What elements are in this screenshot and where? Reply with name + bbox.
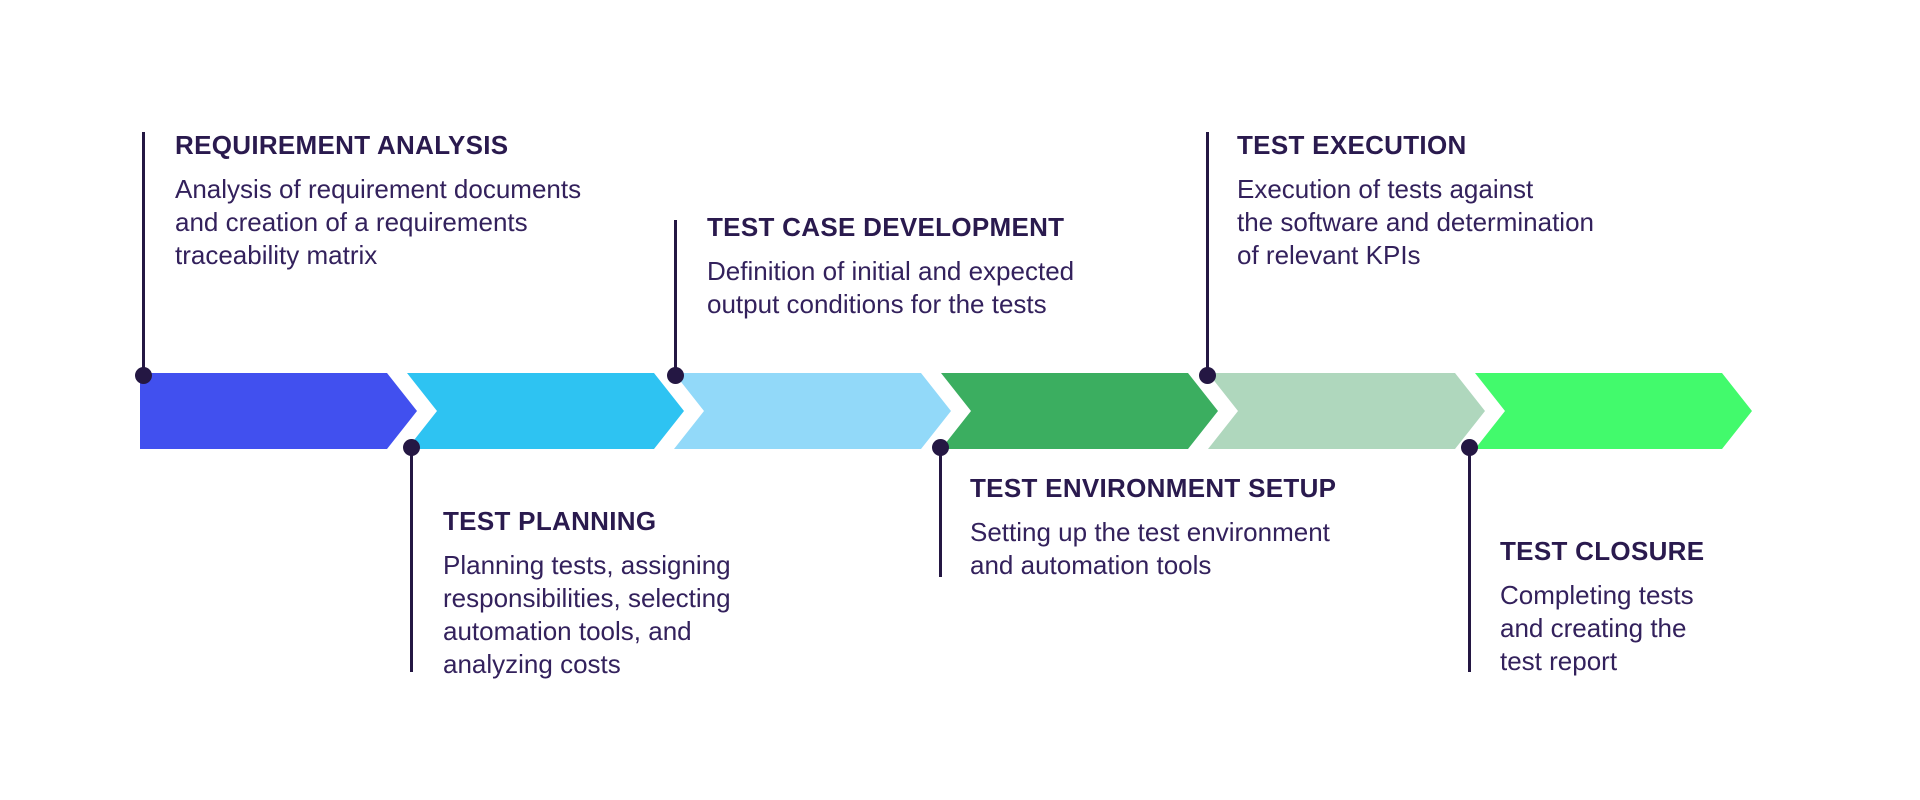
connector-line-test-planning xyxy=(410,448,413,672)
phase-label-test-execution: TEST EXECUTION Execution of tests agains… xyxy=(1237,130,1757,272)
connector-dot-test-planning xyxy=(403,439,420,456)
arrow-test-closure xyxy=(1475,373,1752,449)
phase-description: Analysis of requirement documents and cr… xyxy=(175,174,582,270)
connector-line-requirement-analysis xyxy=(142,132,145,376)
phase-title: TEST PLANNING xyxy=(443,506,657,536)
phase-label-test-case-development: TEST CASE DEVELOPMENT Definition of init… xyxy=(707,212,1227,321)
arrow-test-case-development xyxy=(674,373,951,449)
arrow-test-execution xyxy=(1208,373,1485,449)
phase-title: TEST ENVIRONMENT SETUP xyxy=(970,473,1337,503)
phase-title: REQUIREMENT ANALYSIS xyxy=(175,130,509,160)
connector-line-test-execution xyxy=(1206,132,1209,376)
phase-description: Definition of initial and expected outpu… xyxy=(707,256,1075,319)
phase-title: TEST CLOSURE xyxy=(1500,536,1705,566)
connector-dot-test-execution xyxy=(1199,367,1216,384)
connector-line-test-closure xyxy=(1468,448,1471,672)
phase-label-test-planning: TEST PLANNING Planning tests, assigning … xyxy=(443,506,963,681)
connector-dot-test-environment-setup xyxy=(932,439,949,456)
connector-dot-test-closure xyxy=(1461,439,1478,456)
phase-description: Completing tests and creating the test r… xyxy=(1500,580,1694,676)
connector-line-test-case-development xyxy=(674,220,677,376)
phase-title: TEST EXECUTION xyxy=(1237,130,1467,160)
phase-label-requirement-analysis: REQUIREMENT ANALYSIS Analysis of require… xyxy=(175,130,695,272)
phase-title: TEST CASE DEVELOPMENT xyxy=(707,212,1065,242)
phase-label-test-environment-setup: TEST ENVIRONMENT SETUP Setting up the te… xyxy=(970,473,1490,582)
connector-dot-test-case-development xyxy=(667,367,684,384)
arrow-test-planning xyxy=(407,373,684,449)
connector-line-test-environment-setup xyxy=(939,448,942,577)
phase-description: Execution of tests against the software … xyxy=(1237,174,1594,270)
arrow-test-environment-setup xyxy=(941,373,1218,449)
connector-dot-requirement-analysis xyxy=(135,367,152,384)
phase-description: Setting up the test environment and auto… xyxy=(970,517,1330,580)
phase-label-test-closure: TEST CLOSURE Completing tests and creati… xyxy=(1500,536,1900,678)
phase-description: Planning tests, assigning responsibiliti… xyxy=(443,550,731,679)
arrow-requirement-analysis xyxy=(140,373,417,449)
